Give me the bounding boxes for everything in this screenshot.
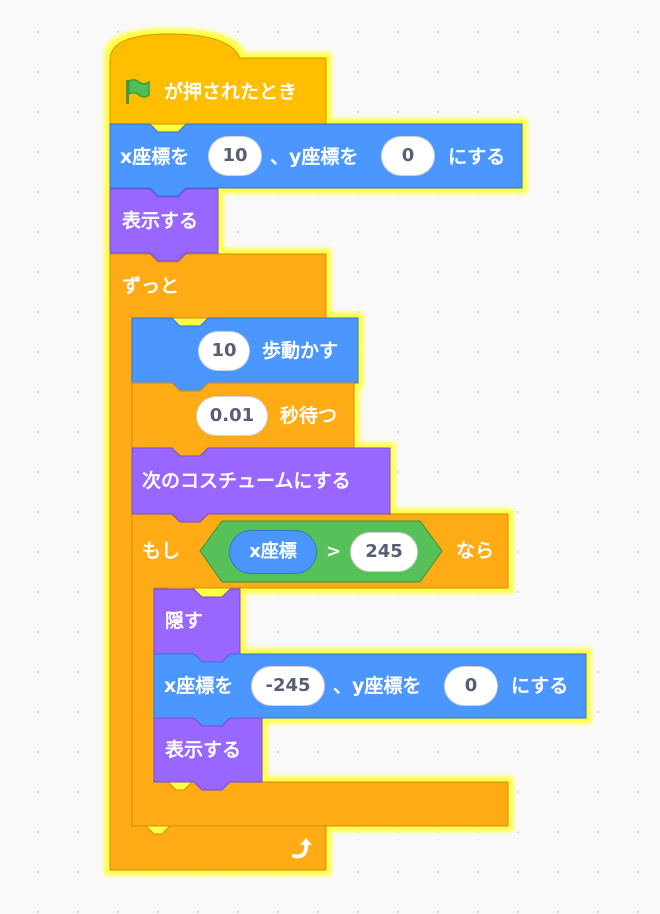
- show-block-2[interactable]: [153, 717, 263, 791]
- compare-value-input[interactable]: 245: [350, 532, 418, 572]
- goto-2-x-input[interactable]: -245: [251, 666, 325, 706]
- then-label: なら: [456, 540, 495, 562]
- x-position-reporter[interactable]: x座標: [229, 530, 317, 574]
- green-flag-icon: [122, 76, 152, 106]
- show-2-label: 表示する: [165, 739, 242, 761]
- greater-than-symbol: >: [326, 541, 342, 562]
- wait-label: 秒待つ: [280, 405, 338, 427]
- loop-arrow-icon: [288, 836, 316, 862]
- if-label: もし: [142, 540, 181, 562]
- goto-2-suffix: にする: [511, 675, 569, 697]
- goto-2-x-label: x座標を: [164, 675, 234, 697]
- goto-1-x-label: x座標を: [120, 146, 190, 168]
- move-steps-input[interactable]: 10: [198, 331, 250, 371]
- goto-1-y-label: 、y座標を: [270, 146, 359, 168]
- wait-seconds-input[interactable]: 0.01: [196, 396, 268, 436]
- hat-label: が押されたとき: [164, 81, 298, 103]
- goto-2-y-input[interactable]: 0: [444, 666, 498, 706]
- next-costume-block[interactable]: [131, 447, 391, 523]
- show-1-label: 表示する: [122, 210, 199, 232]
- show-block-1[interactable]: [109, 188, 219, 262]
- goto-1-y-input[interactable]: 0: [381, 136, 435, 176]
- goto-1-x-input[interactable]: 10: [208, 136, 262, 176]
- when-flag-clicked-hat[interactable]: [109, 33, 327, 125]
- goto-1-suffix: にする: [448, 146, 506, 168]
- forever-label: ずっと: [122, 275, 180, 297]
- hide-label: 隠す: [165, 610, 204, 632]
- next-costume-label: 次のコスチュームにする: [142, 470, 351, 492]
- goto-2-y-label: 、y座標を: [333, 675, 422, 697]
- move-label: 歩動かす: [262, 340, 339, 362]
